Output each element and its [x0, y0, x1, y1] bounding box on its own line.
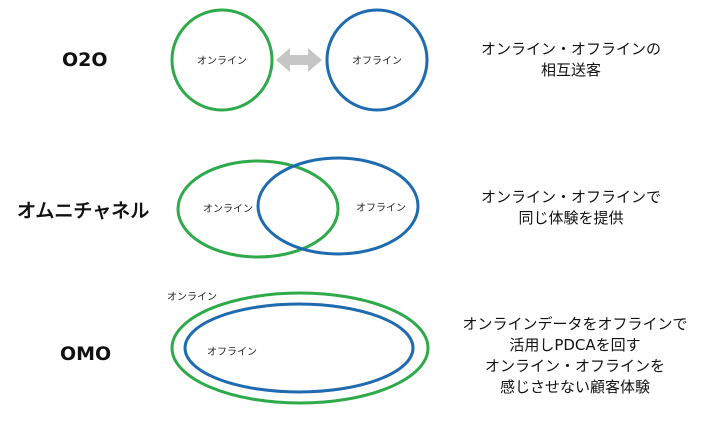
- omo-description-line-1: オンラインデータをオフラインで: [462, 315, 688, 333]
- o2o-description-line-1: オンライン・オフラインの: [480, 40, 661, 58]
- o2o-description-line-2: 相互送客: [540, 61, 601, 79]
- double-arrow-icon: [276, 48, 322, 72]
- omo-diagram: オンライン オフライン: [167, 291, 430, 405]
- omnichannel-label: オムニチャネル: [17, 200, 150, 222]
- omo-description: オンラインデータをオフラインで 活用しPDCAを回す オンライン・オフラインを …: [444, 314, 706, 398]
- o2o-online-text: オンライン: [197, 55, 247, 67]
- o2o-description: オンライン・オフラインの 相互送客: [462, 39, 680, 81]
- omo-online-ellipse: [170, 291, 430, 405]
- omnichannel-description: オンライン・オフラインで 同じ体験を提供: [462, 187, 680, 229]
- omni-online-ellipse: [176, 159, 340, 259]
- o2o-diagram: オンライン オフライン: [170, 8, 429, 112]
- omo-online-text: オンライン: [167, 291, 217, 303]
- omni-online-text: オンライン: [203, 203, 253, 215]
- omni-offline-text: オフライン: [356, 202, 406, 214]
- o2o-online-circle: [170, 8, 274, 112]
- omni-description-line-1: オンライン・オフラインで: [480, 188, 661, 206]
- omo-offline-text: オフライン: [207, 346, 257, 358]
- omnichannel-diagram: オンライン オフライン: [176, 156, 420, 259]
- omni-offline-ellipse: [256, 156, 420, 256]
- omo-offline-ellipse: [183, 302, 415, 394]
- omo-label: OMO: [60, 343, 112, 365]
- o2o-label: O2O: [62, 49, 108, 71]
- omo-description-line-4: 感じさせない顧客体験: [499, 378, 650, 396]
- omni-description-line-2: 同じ体験を提供: [518, 209, 624, 227]
- o2o-offline-text: オフライン: [352, 55, 402, 67]
- omo-description-line-3: オンライン・オフラインを: [484, 357, 665, 375]
- omo-description-line-2: 活用しPDCAを回す: [509, 336, 641, 354]
- o2o-offline-circle: [325, 8, 429, 112]
